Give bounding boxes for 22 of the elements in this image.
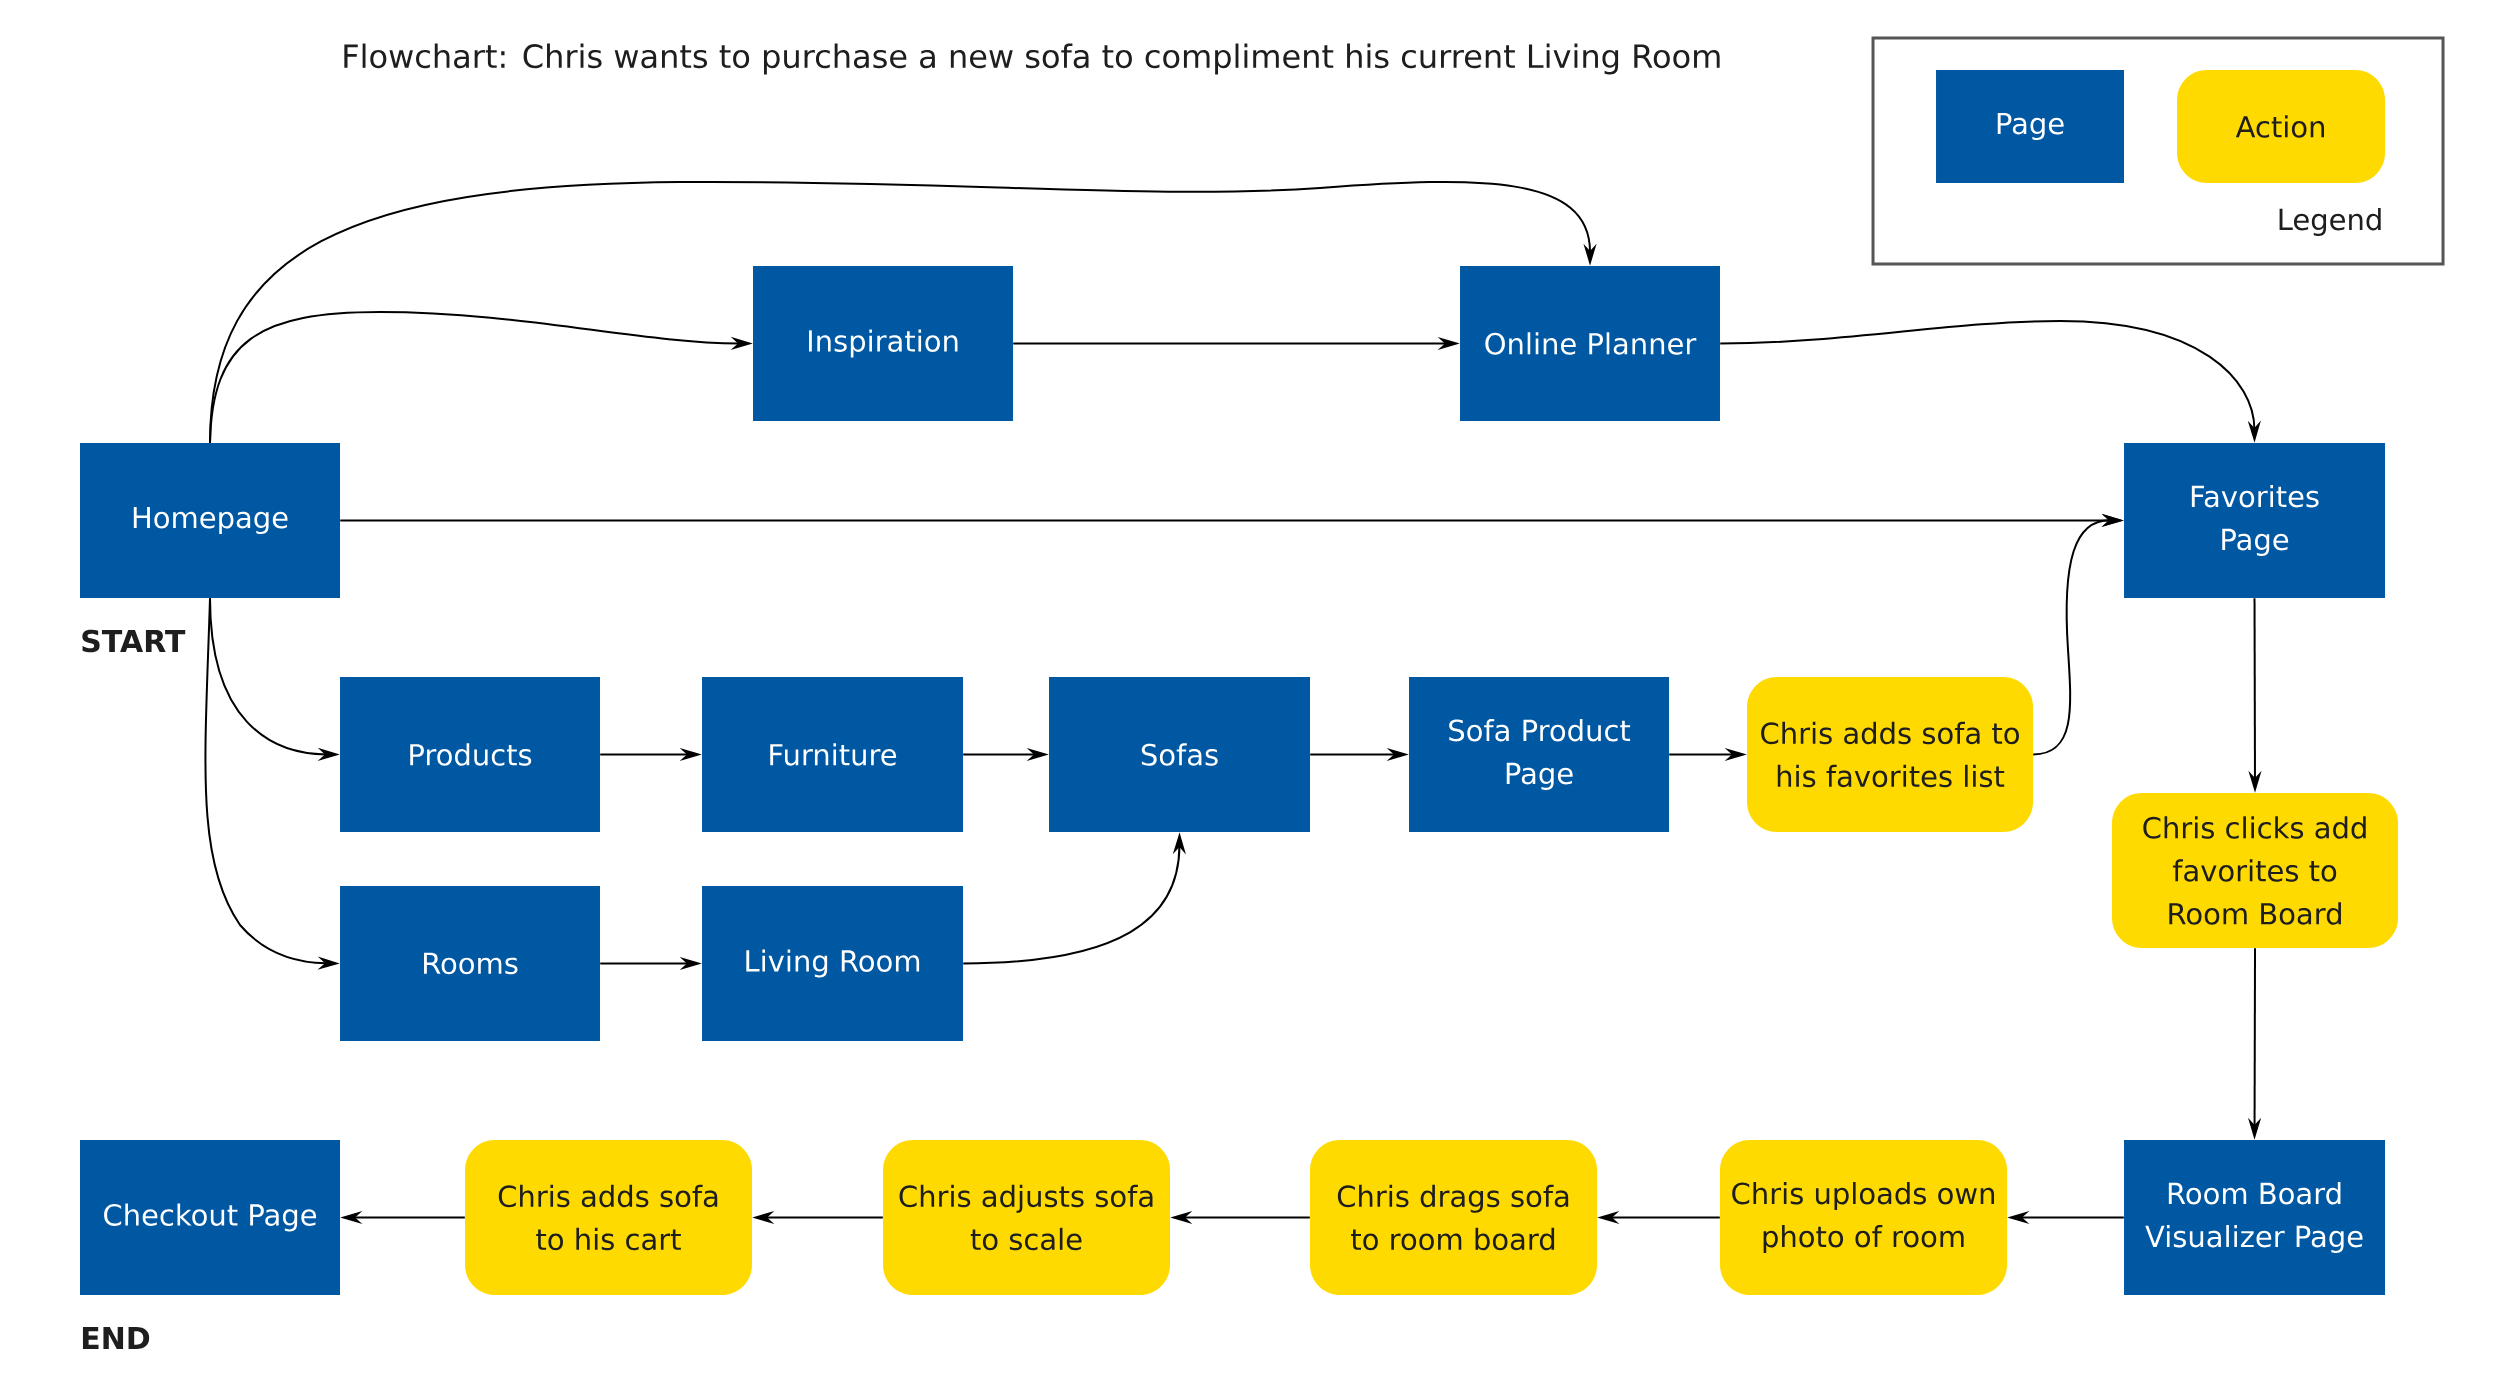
page-box: Inspiration xyxy=(753,266,1013,421)
diagram-title: Flowchart: Chris wants to purchase a new sofa to compliment his current Living Room xyxy=(344,43,1720,75)
page-box: Living Room xyxy=(702,886,963,1041)
legend-title: Legend xyxy=(2279,207,2381,237)
page-box: Products xyxy=(340,677,600,832)
action-box: Chris adds sofa to his cart xyxy=(465,1140,752,1295)
page-box: Furniture xyxy=(702,677,963,832)
page-box: Checkout Page xyxy=(80,1140,340,1295)
page-box: Room Board Visualizer Page xyxy=(2124,1140,2385,1295)
page-box: Sofas xyxy=(1049,677,1310,832)
page-box: Homepage xyxy=(80,443,340,598)
node-caption: START xyxy=(82,629,186,653)
page-box: Favorites Page xyxy=(2124,443,2385,598)
action-box: Chris uploads own photo of room xyxy=(1720,1140,2007,1295)
action-box: Chris adds sofa to his favorites list xyxy=(1747,677,2033,832)
page-box: Rooms xyxy=(340,886,600,1041)
action-box: Chris clicks add favorites to Room Board xyxy=(2112,793,2398,948)
action-box: Chris drags sofa to room board xyxy=(1310,1140,1597,1295)
node-caption: END xyxy=(82,1327,150,1349)
page-box: Online Planner xyxy=(1460,266,1720,421)
action-box: Chris adjusts sofa to scale xyxy=(883,1140,1170,1295)
page-box: Sofa Product Page xyxy=(1409,677,1669,832)
